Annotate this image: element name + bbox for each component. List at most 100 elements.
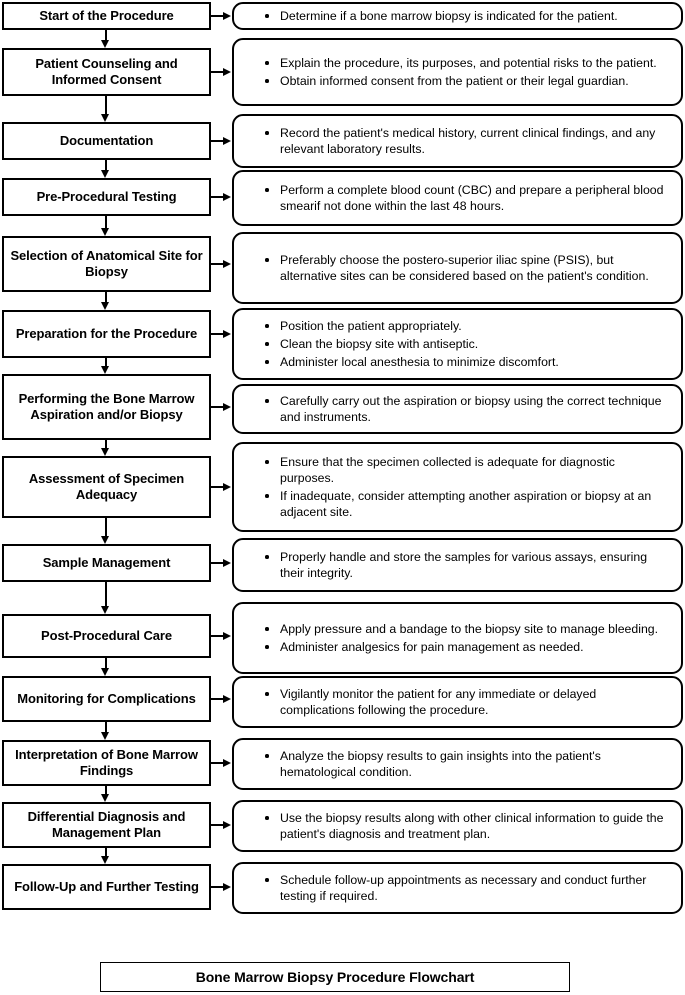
arrowhead-right-icon <box>223 820 231 829</box>
detail-bullet-list: Preferably choose the postero-superior i… <box>234 252 681 284</box>
bullet-dot-icon <box>265 258 269 262</box>
step-box[interactable]: Post-Procedural Care <box>2 614 211 658</box>
bullet-dot-icon <box>265 692 269 696</box>
connector-step-to-step <box>105 582 107 607</box>
connector-step-to-detail <box>211 15 224 17</box>
step-box[interactable]: Sample Management <box>2 544 211 582</box>
step-box[interactable]: Start of the Procedure <box>2 2 211 30</box>
bullet-dot-icon <box>265 627 269 631</box>
step-label: Preparation for the Procedure <box>15 326 198 341</box>
step-box[interactable]: Interpretation of Bone Marrow Findings <box>2 740 211 786</box>
step-label: Patient Counseling and Informed Consent <box>35 56 178 87</box>
step-label: Sample Management <box>42 555 171 570</box>
step-label: Differential Diagnosis and Management Pl… <box>27 809 186 840</box>
detail-bullet-item: Record the patient's medical history, cu… <box>265 125 667 157</box>
detail-bullet-list: Record the patient's medical history, cu… <box>234 125 681 157</box>
detail-bullet-item: Administer analgesics for pain managemen… <box>265 639 667 655</box>
bullet-dot-icon <box>265 360 269 364</box>
detail-bullet-list: Ensure that the specimen collected is ad… <box>234 454 681 520</box>
bullet-dot-icon <box>265 79 269 83</box>
bullet-dot-icon <box>265 61 269 65</box>
arrowhead-right-icon <box>223 192 231 201</box>
detail-bullet-item: Preferably choose the postero-superior i… <box>265 252 667 284</box>
detail-bullet-item: Ensure that the specimen collected is ad… <box>265 454 667 486</box>
arrowhead-right-icon <box>223 329 231 338</box>
arrowhead-down-icon <box>101 668 109 676</box>
detail-bullet-text: Schedule follow-up appointments as neces… <box>280 873 647 903</box>
detail-bullet-list: Perform a complete blood count (CBC) and… <box>234 182 681 214</box>
detail-bullet-text: Ensure that the specimen collected is ad… <box>280 455 615 485</box>
detail-bullet-list: Apply pressure and a bandage to the biop… <box>234 621 681 655</box>
bullet-dot-icon <box>265 342 269 346</box>
connector-step-to-detail <box>211 635 224 637</box>
step-box[interactable]: Pre-Procedural Testing <box>2 178 211 216</box>
detail-bullet-text: Administer local anesthesia to minimize … <box>280 355 559 369</box>
connector-step-to-detail <box>211 71 224 73</box>
detail-bullet-item: Administer local anesthesia to minimize … <box>265 354 667 370</box>
step-box[interactable]: Assessment of Specimen Adequacy <box>2 456 211 518</box>
connector-step-to-step <box>105 786 107 795</box>
step-box[interactable]: Differential Diagnosis and Management Pl… <box>2 802 211 848</box>
connector-step-to-detail <box>211 486 224 488</box>
bullet-dot-icon <box>265 878 269 882</box>
detail-bullet-list: Determine if a bone marrow biopsy is ind… <box>234 8 681 24</box>
detail-box: Carefully carry out the aspiration or bi… <box>232 384 683 434</box>
connector-step-to-detail <box>211 886 224 888</box>
arrowhead-right-icon <box>223 558 231 567</box>
connector-step-to-step <box>105 160 107 171</box>
connector-step-to-detail <box>211 196 224 198</box>
step-box[interactable]: Performing the Bone Marrow Aspiration an… <box>2 374 211 440</box>
arrowhead-right-icon <box>223 694 231 703</box>
connector-step-to-step <box>105 658 107 669</box>
arrowhead-right-icon <box>223 259 231 268</box>
bullet-dot-icon <box>265 494 269 498</box>
step-box[interactable]: Patient Counseling and Informed Consent <box>2 48 211 96</box>
bullet-dot-icon <box>265 131 269 135</box>
step-box[interactable]: Documentation <box>2 122 211 160</box>
detail-bullet-item: Vigilantly monitor the patient for any i… <box>265 686 667 718</box>
detail-bullet-text: Analyze the biopsy results to gain insig… <box>280 749 601 779</box>
bullet-dot-icon <box>265 324 269 328</box>
connector-step-to-detail <box>211 698 224 700</box>
arrowhead-right-icon <box>223 11 231 20</box>
detail-bullet-text: Record the patient's medical history, cu… <box>280 126 656 156</box>
arrowhead-down-icon <box>101 606 109 614</box>
detail-bullet-text: Clean the biopsy site with antiseptic. <box>280 337 479 351</box>
arrowhead-down-icon <box>101 228 109 236</box>
detail-bullet-text: Explain the procedure, its purposes, and… <box>280 56 657 70</box>
detail-box: Explain the procedure, its purposes, and… <box>232 38 683 106</box>
step-box[interactable]: Selection of Anatomical Site for Biopsy <box>2 236 211 292</box>
detail-bullet-item: Perform a complete blood count (CBC) and… <box>265 182 667 214</box>
detail-box: Properly handle and store the samples fo… <box>232 538 683 592</box>
arrowhead-right-icon <box>223 402 231 411</box>
detail-box: Use the biopsy results along with other … <box>232 800 683 852</box>
detail-bullet-list: Carefully carry out the aspiration or bi… <box>234 393 681 425</box>
connector-step-to-step <box>105 292 107 303</box>
bullet-dot-icon <box>265 816 269 820</box>
bullet-dot-icon <box>265 399 269 403</box>
detail-bullet-text: Use the biopsy results along with other … <box>280 811 664 841</box>
step-box[interactable]: Preparation for the Procedure <box>2 310 211 358</box>
bullet-dot-icon <box>265 14 269 18</box>
connector-step-to-detail <box>211 406 224 408</box>
detail-bullet-list: Vigilantly monitor the patient for any i… <box>234 686 681 718</box>
bullet-dot-icon <box>265 645 269 649</box>
detail-bullet-item: Obtain informed consent from the patient… <box>265 73 667 89</box>
step-label: Follow-Up and Further Testing <box>14 879 199 894</box>
bullet-dot-icon <box>265 754 269 758</box>
arrowhead-right-icon <box>223 758 231 767</box>
detail-bullet-item: Position the patient appropriately. <box>265 318 667 334</box>
connector-step-to-step <box>105 216 107 229</box>
detail-bullet-text: Carefully carry out the aspiration or bi… <box>280 394 662 424</box>
connector-step-to-step <box>105 722 107 733</box>
detail-bullet-list: Analyze the biopsy results to gain insig… <box>234 748 681 780</box>
arrowhead-down-icon <box>101 856 109 864</box>
connector-step-to-step <box>105 440 107 449</box>
bullet-dot-icon <box>265 555 269 559</box>
connector-step-to-detail <box>211 824 224 826</box>
step-box[interactable]: Monitoring for Complications <box>2 676 211 722</box>
arrowhead-down-icon <box>101 40 109 48</box>
step-box[interactable]: Follow-Up and Further Testing <box>2 864 211 910</box>
step-label: Assessment of Specimen Adequacy <box>28 471 185 502</box>
arrowhead-right-icon <box>223 631 231 640</box>
